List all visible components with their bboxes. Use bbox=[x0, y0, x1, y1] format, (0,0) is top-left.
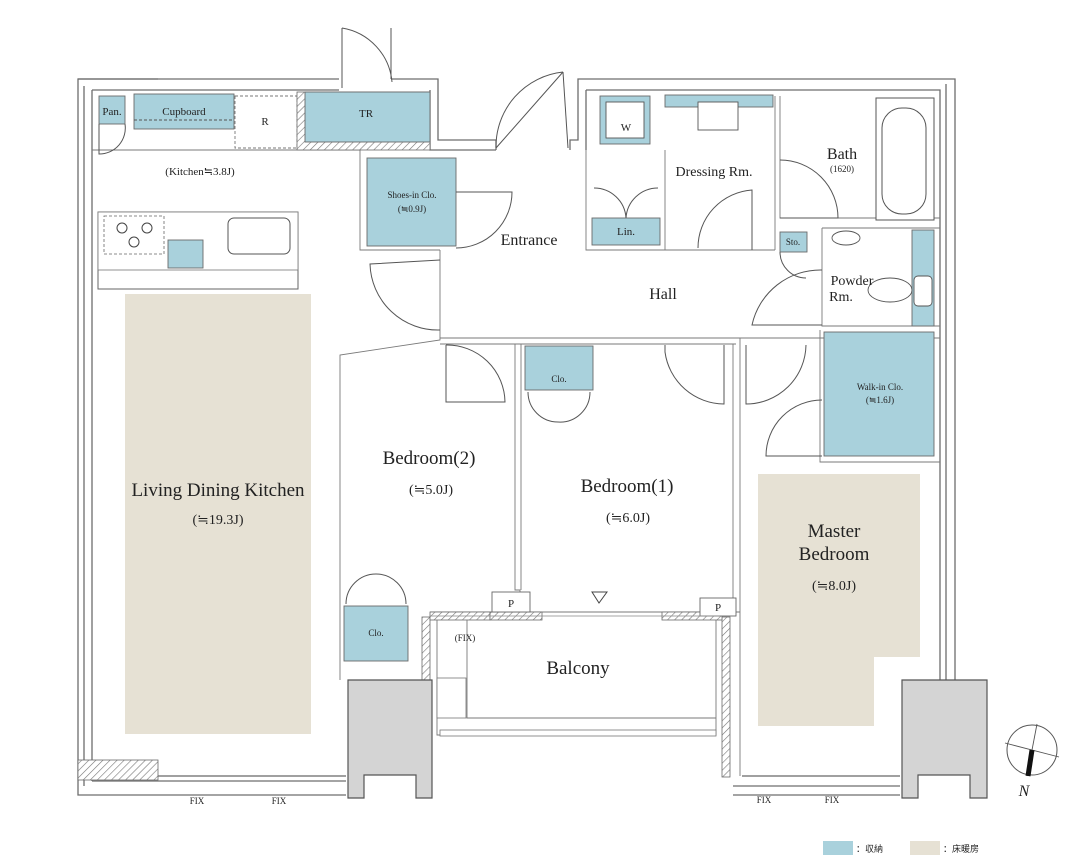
balcony-structure bbox=[421, 591, 737, 778]
pipe-space-2-label: P bbox=[715, 602, 721, 614]
washer-label: W bbox=[621, 122, 632, 134]
master-label-line1: Master bbox=[808, 521, 861, 542]
trunk-room bbox=[304, 91, 431, 143]
legend-swatch-storage bbox=[823, 841, 853, 855]
bath-size: (1620) bbox=[830, 164, 854, 174]
balcony-fix-label: (FIX) bbox=[455, 633, 476, 643]
window-fix-label: FIX bbox=[272, 796, 287, 806]
refrigerator-label: R bbox=[261, 116, 269, 128]
closet-bedroom1-label: Clo. bbox=[551, 374, 566, 384]
column-left bbox=[347, 679, 433, 799]
legend-swatch-floor-heating bbox=[910, 841, 940, 855]
shoes-closet-area: (≒0.9J) bbox=[398, 204, 426, 214]
walk-in-closet-area: (≒1.6J) bbox=[866, 395, 894, 405]
pantry bbox=[98, 95, 126, 125]
bedroom1-label: Bedroom(1) bbox=[581, 476, 674, 497]
ldk-wall-hatch bbox=[77, 759, 159, 781]
window-fix-label: FIX bbox=[190, 796, 205, 806]
pantry-label: Pan. bbox=[102, 106, 122, 118]
window-fix-label: FIX bbox=[757, 795, 772, 805]
closet-bedroom2-label: Clo. bbox=[368, 628, 383, 638]
kitchen-area-label: (Kitchen≒3.8J) bbox=[165, 166, 235, 178]
compass-icon bbox=[1004, 723, 1060, 777]
shoes-in-closet bbox=[366, 157, 457, 247]
legend-storage-label: ：収納 bbox=[856, 843, 883, 854]
shoes-closet-label: Shoes-in Clo. bbox=[387, 190, 436, 200]
legend: ：収納 ：床暖房 bbox=[823, 841, 979, 855]
refrigerator-space bbox=[234, 95, 298, 149]
powder-room-label-line2: Rm. bbox=[829, 290, 853, 305]
trunk-room-label: TR bbox=[359, 108, 374, 120]
column-right bbox=[901, 679, 988, 799]
closet-bedroom1 bbox=[524, 345, 594, 391]
bedroom2-label: Bedroom(2) bbox=[383, 448, 476, 469]
linen-closet bbox=[591, 217, 661, 246]
entrance-label: Entrance bbox=[501, 232, 558, 249]
bath-label: Bath bbox=[827, 146, 857, 163]
storage-closet bbox=[779, 231, 808, 253]
doors bbox=[98, 27, 839, 605]
kitchen-counter bbox=[97, 211, 299, 290]
dressing-room-label: Dressing Rm. bbox=[676, 165, 753, 180]
entry-marker-icon bbox=[591, 591, 608, 604]
toilet bbox=[867, 277, 913, 303]
balcony-label: Balcony bbox=[546, 658, 610, 679]
cupboard-label: Cupboard bbox=[162, 106, 206, 118]
ldk-area: (≒19.3J) bbox=[192, 513, 243, 528]
master-area: (≒8.0J) bbox=[812, 579, 856, 594]
floor-heating-master bbox=[758, 474, 920, 726]
cupboard bbox=[133, 93, 235, 130]
walk-in-closet-label: Walk-in Clo. bbox=[857, 382, 903, 392]
storage-label: Sto. bbox=[786, 237, 800, 247]
compass-north-label: N bbox=[1018, 783, 1031, 800]
bedroom1-area: (≒6.0J) bbox=[606, 511, 650, 526]
legend-floor-heating-label: ：床暖房 bbox=[943, 843, 979, 854]
ldk-label: Living Dining Kitchen bbox=[131, 480, 305, 501]
powder-room-label-line1: Powder bbox=[831, 274, 874, 289]
linen-label: Lin. bbox=[617, 226, 635, 238]
window-fix-label: FIX bbox=[825, 795, 840, 805]
pipe-space-1-label: P bbox=[508, 598, 514, 610]
bedroom2-area: (≒5.0J) bbox=[409, 483, 453, 498]
hall-label: Hall bbox=[649, 286, 677, 303]
walk-in-closet bbox=[823, 331, 935, 457]
bathtub bbox=[881, 107, 927, 215]
powder-sink bbox=[831, 230, 861, 246]
master-label-line2: Bedroom bbox=[799, 544, 870, 565]
closet-bedroom2 bbox=[343, 605, 409, 662]
floor-heating-ldk bbox=[125, 294, 311, 734]
windows bbox=[158, 615, 900, 777]
